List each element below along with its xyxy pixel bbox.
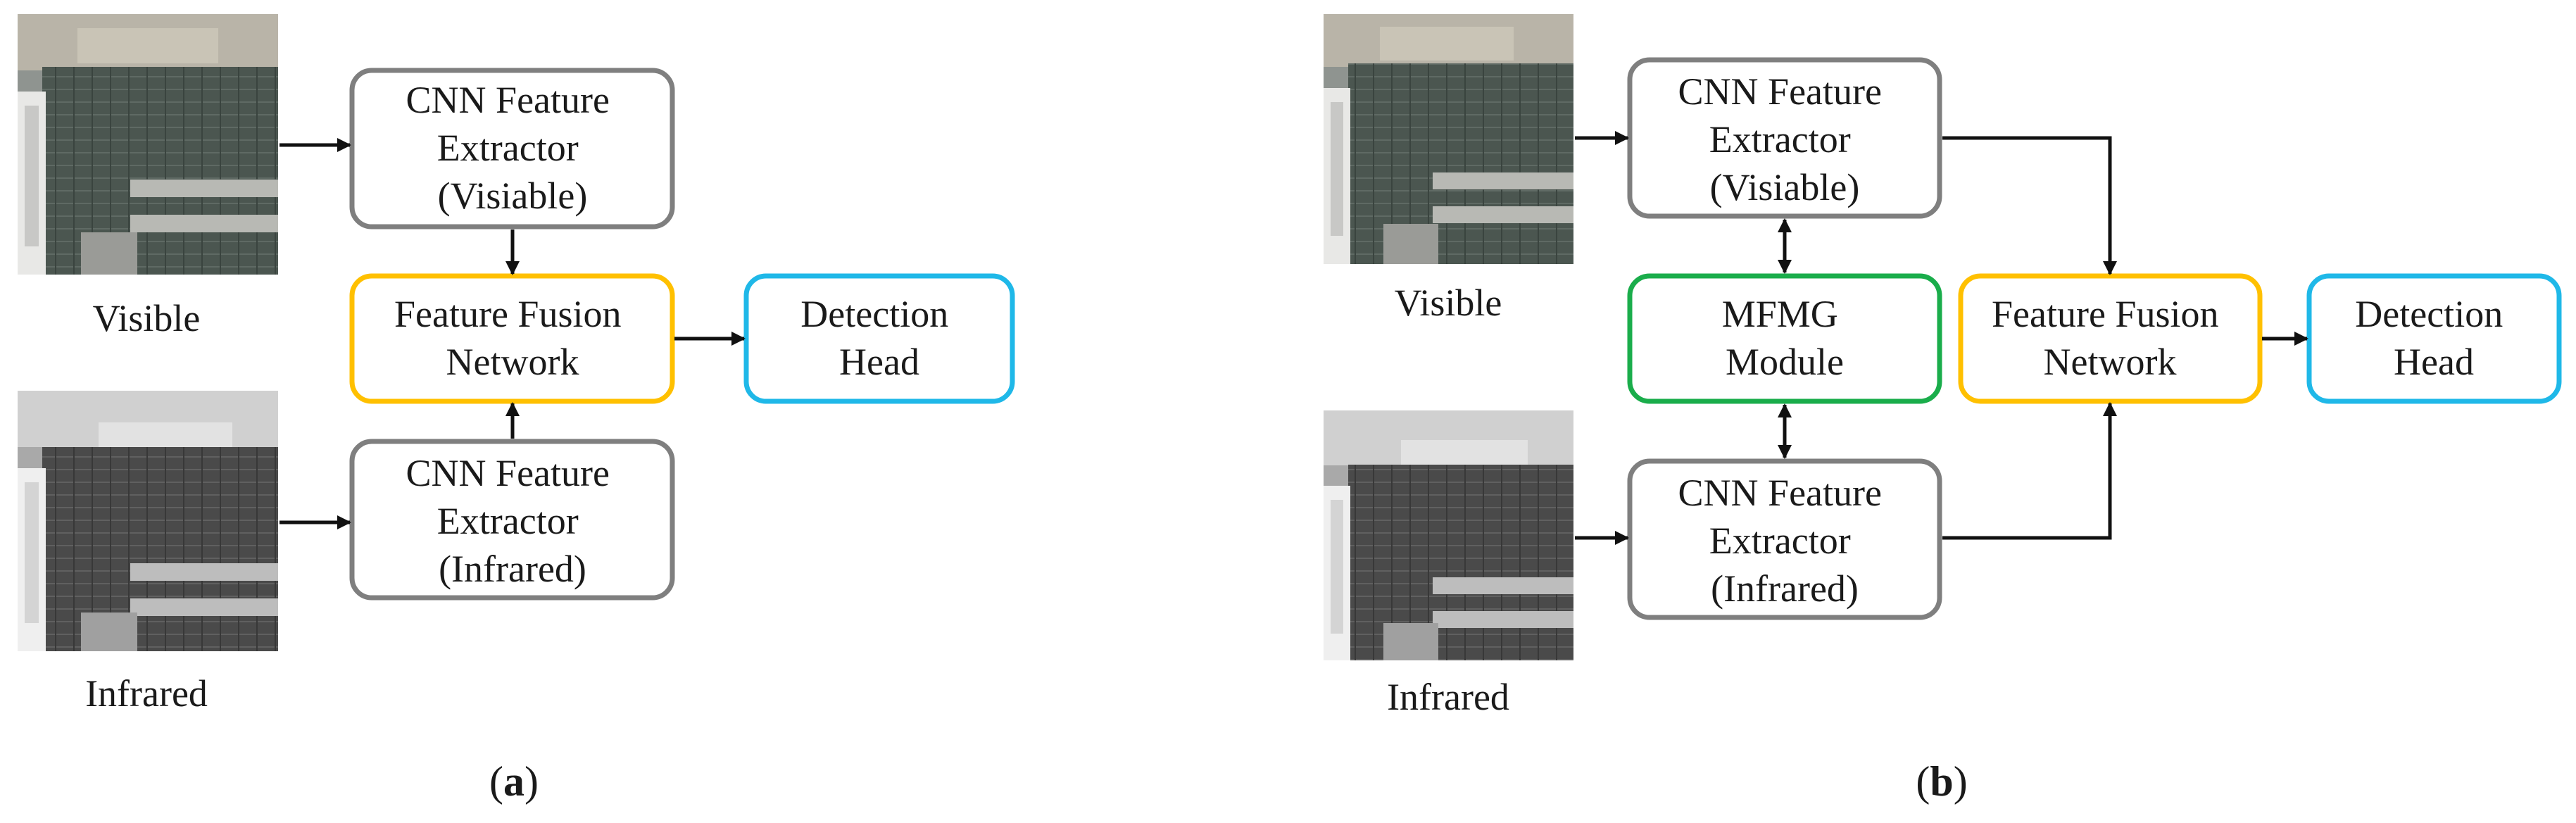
infrared-caption-a: Infrared [85,672,208,715]
fusion-box-a [349,273,675,404]
infrared-image-a [18,391,278,651]
infrared-image-b [1324,410,1573,660]
fusion-label-b: Feature Fusion Network [1992,293,2228,383]
panel-a: Visible Infrared CNN Feature Extractor (… [18,14,1015,805]
mfmg-label-b: MFMG Module [1722,293,1848,383]
subcaption-a: (a) [489,758,539,805]
infrared-caption-b: Infrared [1387,676,1509,718]
fusion-box-b [1958,273,2263,404]
extractor-visible-label-a: CNN Feature Extractor (Visiable) [406,79,620,217]
detection-label-b: Detection Head [2355,293,2512,383]
subcaption-b: (b) [1916,758,1967,805]
extractor-visible-box-b [1627,57,1942,219]
panel-b: Visible Infrared CNN Feature Extractor (… [1324,14,2562,805]
extractor-infrared-box-a [349,439,675,601]
extractor-infrared-box-b [1627,458,1942,620]
visible-image-b [1324,14,1573,264]
mfmg-box-b [1627,273,1942,404]
extractor-visible-box-a [349,68,675,230]
fusion-label-a: Feature Fusion Network [394,293,631,383]
detection-label-a: Detection Head [800,293,957,383]
edge-extractor-visible-to-fusion-b [1942,136,2117,275]
detection-box-a [743,273,1015,404]
visible-image-a [18,14,278,275]
visible-caption-a: Visible [93,297,201,339]
extractor-infrared-label-b: CNN Feature Extractor (Infrared) [1678,472,1892,610]
detection-box-b [2306,273,2562,404]
edge-extractor-infrared-to-fusion-b [1942,402,2117,540]
extractor-visible-label-b: CNN Feature Extractor (Visiable) [1678,70,1892,208]
extractor-infrared-label-a: CNN Feature Extractor (Infrared) [406,452,620,590]
visible-caption-b: Visible [1395,282,1502,324]
